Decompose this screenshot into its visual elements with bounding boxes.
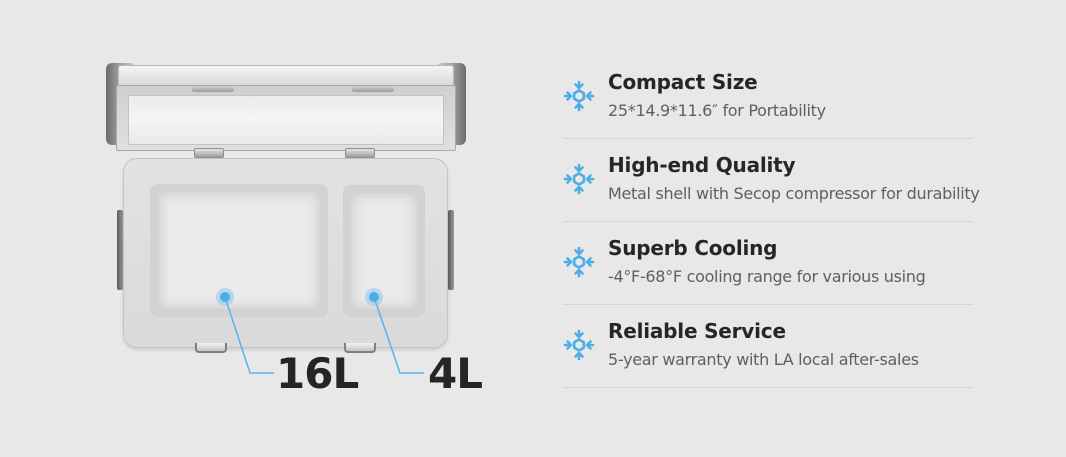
feature-description: 5-year warranty with LA local after-sale… [608,350,919,369]
fridge-body [123,158,448,348]
feature-item-superb-cooling: Superb Cooling -4°F-68°F cooling range f… [563,222,973,305]
feature-title: Superb Cooling [608,236,778,260]
compartment-small [343,185,425,317]
capacity-label-large: 16L [276,349,359,398]
side-handle-right [448,210,454,290]
feature-title: Reliable Service [608,319,786,343]
feature-item-high-end-quality: High-end Quality Metal shell with Secop … [563,139,980,222]
callout-dot-large [216,288,234,306]
snowflake-icon [563,163,595,195]
lid-panel [128,95,444,145]
feature-item-compact-size: Compact Size 25*14.9*11.6″ for Portabili… [563,56,973,139]
feature-title: Compact Size [608,70,758,94]
front-latch-right [344,343,376,353]
hinge-left [194,148,224,158]
feature-item-reliable-service: Reliable Service 5-year warranty with LA… [563,305,973,388]
feature-description: 25*14.9*11.6″ for Portability [608,101,826,120]
feature-list: Compact Size 25*14.9*11.6″ for Portabili… [563,56,980,388]
callout-dot-small [365,288,383,306]
snowflake-icon [563,329,595,361]
lid-latch-right [352,86,394,92]
side-handle-left [117,210,123,290]
front-latch-left [195,343,227,353]
callout-lines [224,296,424,374]
snowflake-icon [563,246,595,278]
product-image: 16L 4L [106,63,483,398]
lid-latch-left [192,86,234,92]
hinge-right [345,148,375,158]
snowflake-icon [563,80,595,112]
feature-title: High-end Quality [608,153,796,177]
feature-description: -4°F-68°F cooling range for various usin… [608,267,926,286]
compartment-large [150,184,328,317]
capacity-label-small: 4L [428,349,483,398]
fridge-lid [106,63,466,153]
feature-description: Metal shell with Secop compressor for du… [608,184,980,203]
